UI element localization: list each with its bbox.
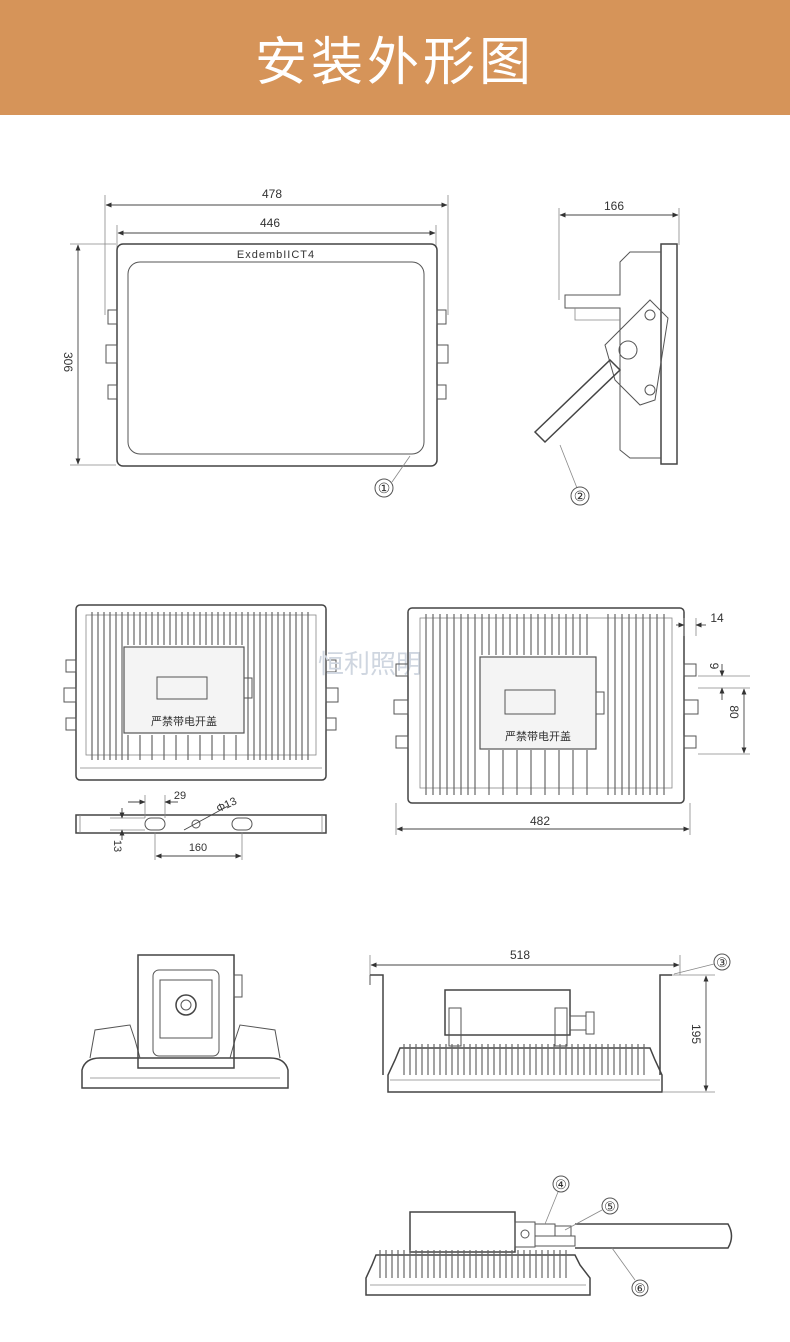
front-view: 478 446 306 ExdembIICT4 ① [61, 187, 449, 498]
dim-phi13: Φ13 [215, 795, 239, 815]
callout-3: ③ [716, 955, 728, 970]
installation-drawing: 478 446 306 ExdembIICT4 ① 16 [61, 187, 750, 1297]
dim-518: 518 [510, 948, 530, 962]
callout-1: ① [378, 480, 391, 496]
front-marking: ExdembIICT4 [237, 249, 315, 261]
dim-80: 80 [727, 705, 741, 719]
dim-478: 478 [262, 187, 282, 201]
side-view: 166 ② [533, 199, 680, 506]
bracket-plate-view: 29 Φ13 13 160 [75, 790, 327, 860]
title-banner: 安装外形图 [0, 0, 790, 115]
callout-4: ④ [555, 1177, 567, 1192]
profile-view: 518 [369, 948, 731, 1093]
dim-446: 446 [260, 216, 280, 230]
rear-view-small: 严禁带电开盖 [63, 604, 339, 781]
page-title: 安装外形图 [254, 33, 535, 93]
dim-166: 166 [604, 199, 624, 213]
dim-195: 195 [689, 1024, 703, 1044]
callout-2: ② [574, 488, 587, 504]
end-view [81, 954, 289, 1089]
dim-14: 14 [710, 611, 724, 625]
warning-large: 严禁带电开盖 [505, 729, 571, 743]
callout-5: ⑤ [604, 1199, 616, 1214]
warning-small: 严禁带电开盖 [151, 714, 217, 728]
mount-detail-view: ④ ⑤ ⑥ [365, 1175, 733, 1297]
dim-13: 13 [111, 840, 123, 852]
dim-306: 306 [61, 352, 75, 372]
dim-160: 160 [189, 842, 207, 854]
dim-9: 9 [707, 663, 721, 670]
dim-29: 29 [174, 790, 186, 802]
rear-view-large: 严禁带电开盖 14 9 80 482 [393, 607, 750, 835]
callout-6: ⑥ [634, 1281, 646, 1296]
dim-482: 482 [530, 814, 550, 828]
